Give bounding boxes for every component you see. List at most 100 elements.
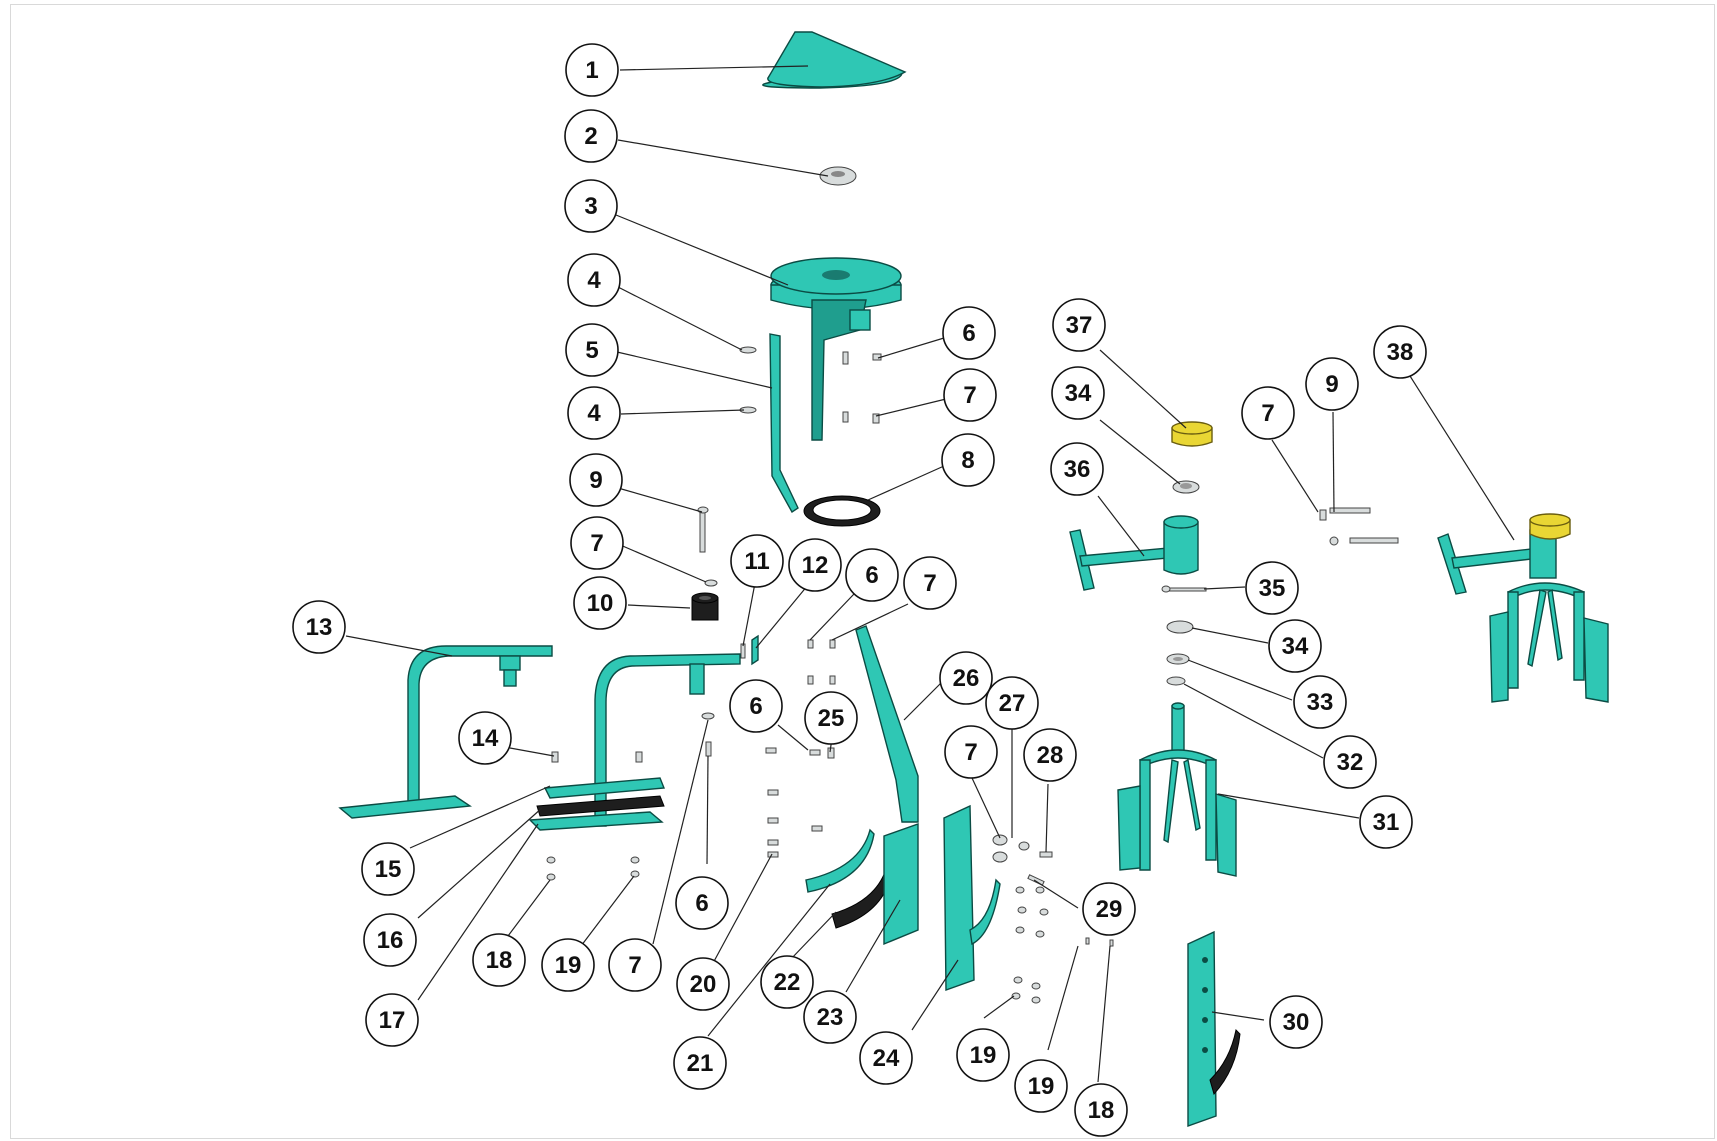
callout-30: 30 (1269, 995, 1323, 1049)
leader-7c (831, 603, 909, 641)
svg-text:31: 31 (1373, 809, 1400, 836)
part-arm-right (594, 653, 741, 827)
svg-text:7: 7 (590, 530, 603, 557)
callout-12: 12 (788, 538, 842, 592)
callout-26: 26 (939, 651, 993, 705)
part-hub-disc (770, 257, 902, 441)
svg-text:2: 2 (584, 123, 597, 150)
callout-22: 22 (760, 955, 814, 1009)
callout-16: 16 (363, 913, 417, 967)
leader-8 (867, 465, 945, 501)
svg-text:18: 18 (1088, 1097, 1115, 1124)
callout-21: 21 (673, 1036, 727, 1090)
svg-text:6: 6 (695, 890, 708, 917)
callout-7d: 7 (608, 938, 662, 992)
leader-9b (1332, 411, 1335, 513)
callout-6a: 6 (942, 306, 996, 360)
leader-4b (620, 409, 745, 415)
svg-text:23: 23 (817, 1004, 844, 1031)
callout-34b: 34 (1268, 619, 1322, 673)
svg-text:6: 6 (962, 320, 975, 347)
part-nut (819, 166, 857, 186)
leader-19a (577, 875, 635, 951)
callout-4b: 4 (567, 386, 621, 440)
callout-35: 35 (1245, 561, 1299, 615)
svg-text:19: 19 (970, 1042, 997, 1069)
svg-text:19: 19 (1028, 1073, 1055, 1100)
leader-26 (903, 679, 945, 721)
callout-14: 14 (458, 711, 512, 765)
part-small-nuts-left (546, 856, 640, 881)
leader-28 (1045, 783, 1049, 853)
svg-text:30: 30 (1283, 1009, 1310, 1036)
part-bolts-20 (765, 639, 836, 858)
leader-15 (409, 785, 551, 849)
part-pin-35 (1161, 585, 1207, 593)
leader-35 (1203, 586, 1246, 590)
part-bracket-36 (1069, 515, 1199, 591)
part-plate-26 (855, 625, 919, 823)
svg-text:34: 34 (1065, 380, 1092, 407)
part-washer-32 (1166, 676, 1186, 686)
callout-2: 2 (564, 109, 618, 163)
leader-3 (615, 214, 789, 286)
svg-text:6: 6 (749, 693, 762, 720)
svg-text:13: 13 (306, 614, 333, 641)
leader-7f (1271, 439, 1319, 513)
svg-text:19: 19 (555, 952, 582, 979)
part-assembly-38 (1437, 513, 1609, 703)
part-curved-blades-21-22 (805, 828, 893, 929)
leader-14 (509, 747, 555, 757)
callout-28: 28 (1023, 728, 1077, 782)
leader-6d (706, 755, 709, 865)
callout-6b: 6 (845, 548, 899, 602)
part-blade-bracket (739, 333, 799, 514)
svg-text:36: 36 (1064, 456, 1091, 483)
callout-37: 37 (1052, 298, 1106, 352)
leader-34b (1191, 627, 1269, 644)
leader-18b (1097, 945, 1111, 1083)
callout-29: 29 (1082, 882, 1136, 936)
leader-7b (617, 543, 707, 583)
callout-1: 1 (565, 43, 619, 97)
svg-text:27: 27 (999, 690, 1026, 717)
part-hub-hardware (842, 351, 882, 424)
part-bolts-14 (551, 751, 643, 763)
svg-text:28: 28 (1037, 742, 1064, 769)
callout-3: 3 (564, 179, 618, 233)
svg-text:35: 35 (1259, 575, 1286, 602)
svg-text:14: 14 (472, 725, 499, 752)
svg-text:11: 11 (744, 548, 769, 575)
callout-31: 31 (1359, 795, 1413, 849)
callout-7c: 7 (903, 556, 957, 610)
callout-18b: 18 (1074, 1083, 1128, 1137)
callout-25: 25 (804, 691, 858, 745)
callout-8: 8 (941, 433, 995, 487)
svg-text:18: 18 (486, 947, 513, 974)
leader-29 (1033, 879, 1079, 909)
callout-36: 36 (1050, 442, 1104, 496)
svg-text:24: 24 (873, 1045, 900, 1072)
leader-38 (1409, 375, 1515, 541)
part-plate-23 (883, 823, 919, 946)
leader-32 (1183, 683, 1324, 759)
leader-5 (616, 351, 773, 389)
svg-text:25: 25 (818, 705, 845, 732)
leader-19c (1047, 945, 1079, 1051)
svg-text:33: 33 (1307, 689, 1334, 716)
leader-9a (617, 487, 703, 513)
leader-22 (789, 911, 837, 961)
svg-text:34: 34 (1282, 633, 1309, 660)
svg-text:6: 6 (865, 562, 878, 589)
svg-text:17: 17 (379, 1007, 406, 1034)
callout-7b: 7 (570, 516, 624, 570)
leader-19b (983, 995, 1015, 1019)
svg-text:22: 22 (774, 969, 801, 996)
svg-text:7: 7 (628, 952, 641, 979)
callout-11: 11 (730, 534, 784, 588)
svg-text:38: 38 (1387, 339, 1414, 366)
leader-10 (627, 604, 691, 609)
part-rubber-ring (803, 495, 881, 527)
